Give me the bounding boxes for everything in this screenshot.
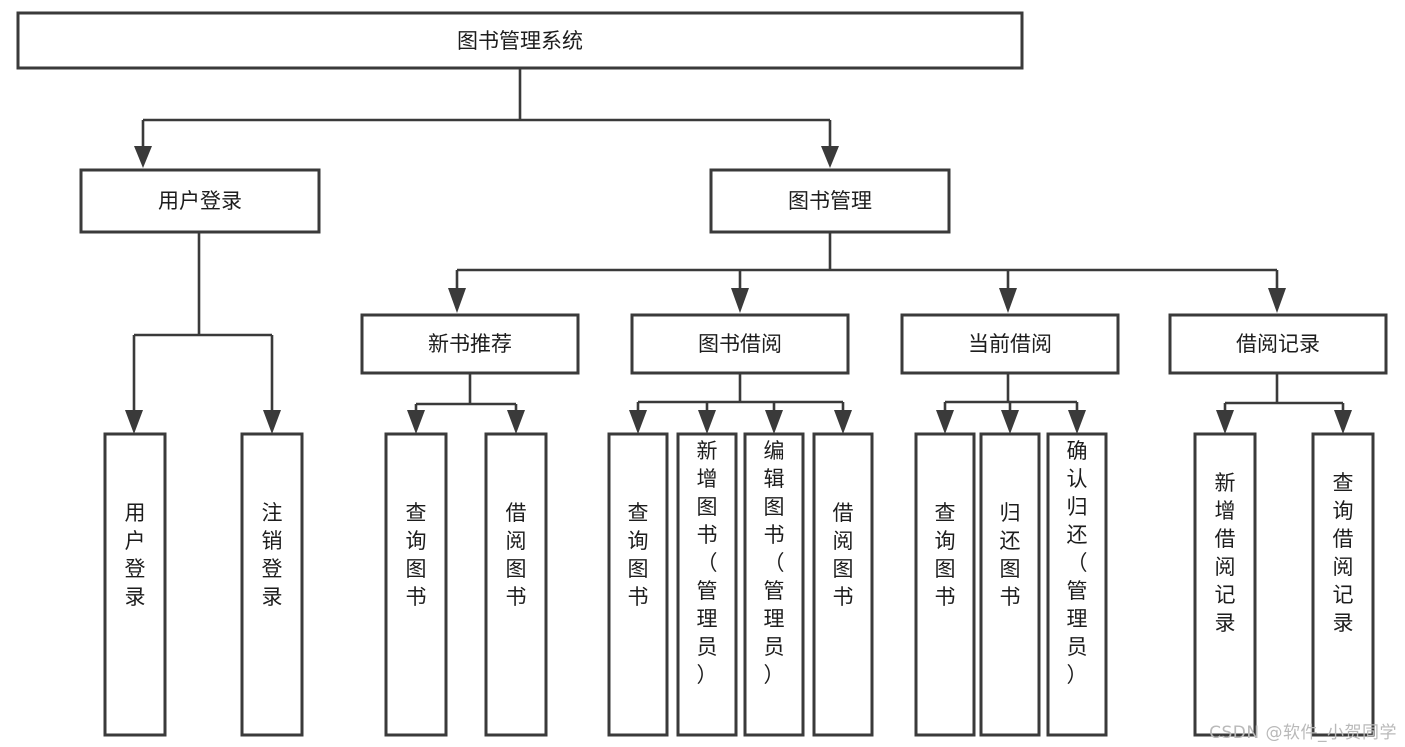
node-leaf-borrow-book-2-label: 借阅图书 <box>833 501 854 609</box>
node-leaf-query-book-2-label: 查询图书 <box>628 501 649 609</box>
node-leaf-query-book-3-box[interactable] <box>914 432 976 737</box>
node-leaf-add-book-label: 新增图书（管理员） <box>697 439 718 687</box>
node-leaf-query-book-1-box[interactable] <box>384 432 448 737</box>
arrow-head-leaf-add-book <box>698 410 716 434</box>
node-root-label: 图书管理系统 <box>457 29 583 53</box>
node-leaf-query-book-1-label: 查询图书 <box>406 501 427 609</box>
arrow-head-leaf-edit-book <box>765 410 783 434</box>
node-current-borrow[interactable]: 当前借阅 <box>900 313 1120 375</box>
node-leaf-return-book-label: 归还图书 <box>1000 501 1021 609</box>
node-leaf-user-login-label: 用户登录 <box>125 501 146 609</box>
node-leaf-query-book-2-box[interactable] <box>607 432 669 737</box>
node-leaf-logout-login-box[interactable] <box>240 432 304 737</box>
arrow-head-leaf-query-record <box>1334 410 1352 434</box>
node-leaf-query-record-box[interactable] <box>1311 432 1375 737</box>
node-new-book-recommend-label: 新书推荐 <box>428 332 512 356</box>
node-book-borrow[interactable]: 图书借阅 <box>630 313 850 375</box>
arrow-head-leaf-confirm-return <box>1068 410 1086 434</box>
node-root[interactable]: 图书管理系统 <box>16 11 1024 70</box>
arrow-head-leaf-borrow-book-1 <box>507 410 525 434</box>
node-leaf-confirm-return[interactable]: 确认归还（管理员） <box>1046 432 1108 737</box>
node-leaf-confirm-return-box[interactable] <box>1046 432 1108 737</box>
node-leaf-add-record-label: 新增借阅记录 <box>1215 471 1236 635</box>
node-leaf-borrow-book-2-box[interactable] <box>812 432 874 737</box>
node-borrow-record-box[interactable] <box>1168 313 1388 375</box>
node-borrow-record-label: 借阅记录 <box>1236 332 1320 356</box>
node-new-book-recommend-box[interactable] <box>360 313 580 375</box>
node-leaf-logout-login[interactable]: 注销登录 <box>240 432 304 737</box>
arrow-head-book-manage <box>821 146 839 168</box>
node-book-borrow-box[interactable] <box>630 313 850 375</box>
node-leaf-add-book-box[interactable] <box>676 432 738 737</box>
node-leaf-edit-book-label: 编辑图书（管理员） <box>764 439 785 687</box>
node-current-borrow-label: 当前借阅 <box>968 332 1052 356</box>
arrow-head-leaf-query-book-2 <box>629 410 647 434</box>
node-leaf-query-book-3[interactable]: 查询图书 <box>914 432 976 737</box>
connector-layer <box>125 68 1352 434</box>
arrow-head-leaf-user-login <box>125 410 143 434</box>
node-leaf-edit-book[interactable]: 编辑图书（管理员） <box>743 432 805 737</box>
arrow-head-leaf-query-book-3 <box>936 410 954 434</box>
node-root-box[interactable] <box>16 11 1024 70</box>
node-leaf-logout-login-label: 注销登录 <box>262 501 283 609</box>
arrow-head-leaf-query-book-1 <box>407 410 425 434</box>
node-user-login-box[interactable] <box>79 168 321 234</box>
node-leaf-add-record[interactable]: 新增借阅记录 <box>1193 432 1257 737</box>
node-book-manage-label: 图书管理 <box>788 189 872 213</box>
node-borrow-record[interactable]: 借阅记录 <box>1168 313 1388 375</box>
node-leaf-add-record-box[interactable] <box>1193 432 1257 737</box>
node-leaf-confirm-return-label: 确认归还（管理员） <box>1067 439 1088 687</box>
node-user-login-label: 用户登录 <box>158 189 242 213</box>
arrow-head-user-login <box>134 146 152 168</box>
node-leaf-user-login-box[interactable] <box>103 432 167 737</box>
node-leaf-query-record-label: 查询借阅记录 <box>1333 471 1354 635</box>
node-leaf-edit-book-box[interactable] <box>743 432 805 737</box>
node-current-borrow-box[interactable] <box>900 313 1120 375</box>
node-leaf-user-login[interactable]: 用户登录 <box>103 432 167 737</box>
node-book-manage[interactable]: 图书管理 <box>709 168 951 234</box>
node-leaf-add-book[interactable]: 新增图书（管理员） <box>676 432 738 737</box>
node-leaf-borrow-book-2[interactable]: 借阅图书 <box>812 432 874 737</box>
node-leaf-borrow-book-1[interactable]: 借阅图书 <box>484 432 548 737</box>
arrow-head-borrow-record <box>1268 288 1286 313</box>
node-new-book-recommend[interactable]: 新书推荐 <box>360 313 580 375</box>
node-leaf-return-book[interactable]: 归还图书 <box>979 432 1041 737</box>
node-leaf-query-record[interactable]: 查询借阅记录 <box>1311 432 1375 737</box>
node-leaf-borrow-book-1-box[interactable] <box>484 432 548 737</box>
node-book-manage-box[interactable] <box>709 168 951 234</box>
node-book-borrow-label: 图书借阅 <box>698 332 782 356</box>
node-leaf-query-book-1[interactable]: 查询图书 <box>384 432 448 737</box>
node-leaf-borrow-book-1-label: 借阅图书 <box>506 501 527 609</box>
node-leaf-return-book-box[interactable] <box>979 432 1041 737</box>
arrow-head-leaf-logout-login <box>263 410 281 434</box>
node-user-login[interactable]: 用户登录 <box>79 168 321 234</box>
arrow-head-leaf-return-book <box>1001 410 1019 434</box>
node-leaf-query-book-2[interactable]: 查询图书 <box>607 432 669 737</box>
arrow-head-current-borrow <box>999 288 1017 313</box>
arrow-head-leaf-borrow-book-2 <box>834 410 852 434</box>
arrow-head-book-borrow <box>731 288 749 313</box>
arrow-head-leaf-add-record <box>1216 410 1234 434</box>
node-leaf-query-book-3-label: 查询图书 <box>935 501 956 609</box>
arrow-head-new-book-recommend <box>448 288 466 313</box>
